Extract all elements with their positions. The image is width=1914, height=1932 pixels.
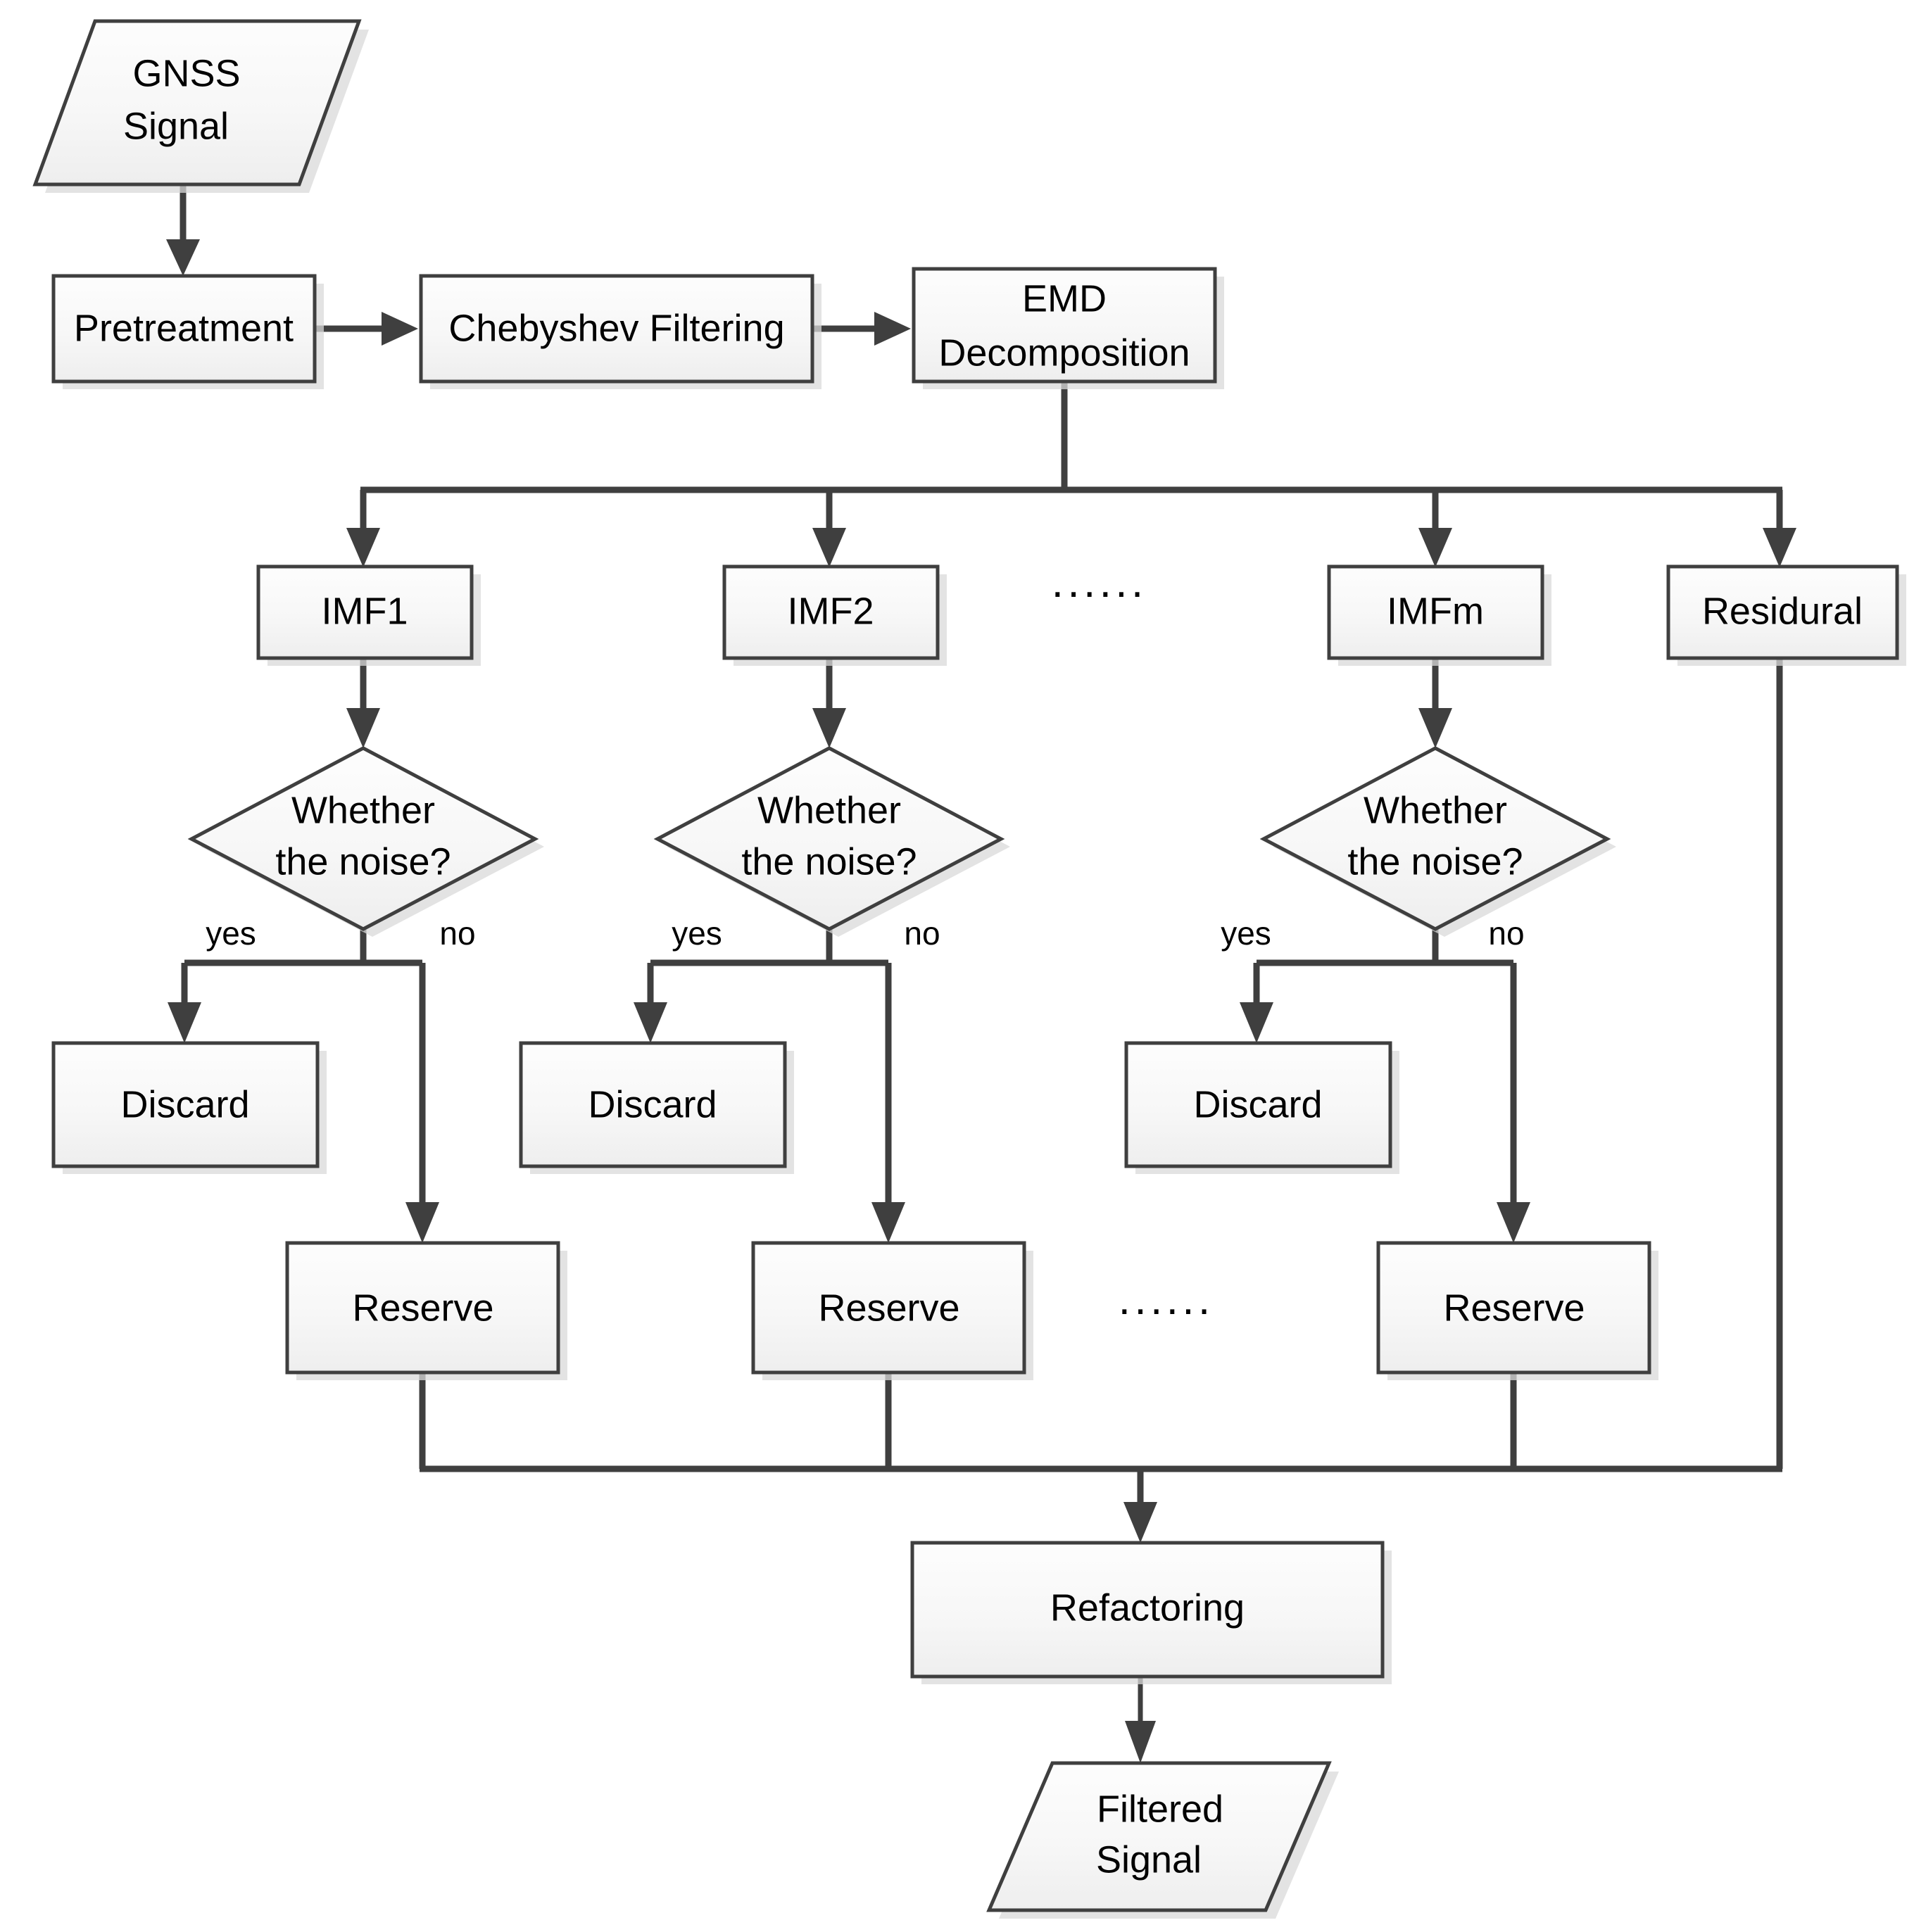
decision3-label-line1: Whether [1364, 789, 1507, 831]
node-imfm[interactable]: IMFm [1327, 564, 1551, 666]
node-pretreatment[interactable]: Pretreatment [51, 274, 324, 389]
node-decision-whether-noise-2[interactable]: Whether the noise? [653, 746, 1010, 937]
edge-bus-to-imfm [1418, 490, 1452, 567]
edge-bus-to-imf2 [812, 490, 846, 567]
reserve1-label: Reserve [352, 1287, 493, 1329]
node-reserve-3[interactable]: Reserve [1376, 1241, 1658, 1380]
node-gnss-signal[interactable]: GNSS Signal [32, 19, 369, 193]
decision2-label-line2: the noise? [741, 840, 917, 883]
edge-imf1-to-decision1 [346, 658, 380, 748]
edge-decision2-branches [634, 929, 905, 1243]
imfm-label: IMFm [1387, 590, 1484, 632]
node-discard-1[interactable]: Discard [51, 1041, 327, 1174]
edge-bus-to-residural [1763, 490, 1796, 567]
edge-pretreatment-to-chebyshev [315, 312, 418, 346]
residural-label: Residural [1702, 590, 1863, 632]
edge-label-yes-3: yes [1221, 915, 1271, 952]
discard2-label: Discard [588, 1083, 717, 1125]
discard3-label: Discard [1193, 1083, 1322, 1125]
filtered-signal-label-line1: Filtered [1097, 1788, 1223, 1830]
edge-label-yes-1: yes [206, 915, 256, 952]
edge-decision3-branches [1240, 929, 1530, 1243]
reserve-row-ellipsis: ······ [1117, 1284, 1213, 1333]
emd-decomposition-label-line1: EMD [1022, 277, 1107, 320]
node-reserve-1[interactable]: Reserve [285, 1241, 567, 1380]
gnss-signal-label-line2: Signal [123, 105, 229, 147]
imf-row-ellipsis: ······ [1050, 567, 1146, 616]
imf2-label: IMF2 [787, 590, 874, 632]
node-decision-whether-noise-1[interactable]: Whether the noise? [187, 746, 544, 937]
node-decision-whether-noise-3[interactable]: Whether the noise? [1259, 746, 1616, 937]
edge-bus-to-imf1 [346, 490, 380, 567]
edge-emd-to-bus [360, 381, 1782, 493]
node-imf2[interactable]: IMF2 [722, 564, 947, 666]
edge-label-no-3: no [1488, 915, 1524, 952]
edge-decision1-branches [168, 929, 439, 1243]
node-discard-3[interactable]: Discard [1124, 1041, 1399, 1174]
node-discard-2[interactable]: Discard [519, 1041, 794, 1174]
pretreatment-label: Pretreatment [74, 307, 294, 349]
edge-label-no-2: no [904, 915, 940, 952]
decision2-label-line1: Whether [757, 789, 901, 831]
node-refactoring[interactable]: Refactoring [910, 1541, 1392, 1684]
gnss-signal-label-line1: GNSS [132, 52, 240, 94]
node-chebyshev-filtering[interactable]: Chebyshev Filtering [419, 274, 821, 389]
edge-reserves-to-merge-bus [419, 658, 1783, 1543]
edge-label-yes-2: yes [672, 915, 722, 952]
decision1-label-line2: the noise? [275, 840, 451, 883]
filtered-signal-label-line2: Signal [1096, 1838, 1202, 1881]
edge-imf2-to-decision2 [812, 658, 846, 748]
edge-chebyshev-to-emd [811, 312, 911, 346]
node-imf1[interactable]: IMF1 [256, 564, 481, 666]
edge-refactoring-to-filtered [1125, 1677, 1156, 1763]
decision3-label-line2: the noise? [1347, 840, 1523, 883]
decision1-label-line1: Whether [291, 789, 435, 831]
node-reserve-2[interactable]: Reserve [751, 1241, 1033, 1380]
chebyshev-filtering-label: Chebyshev Filtering [448, 307, 784, 349]
node-residural[interactable]: Residural [1666, 564, 1906, 666]
reserve3-label: Reserve [1443, 1287, 1585, 1329]
node-filtered-signal[interactable]: Filtered Signal [986, 1761, 1339, 1919]
edge-imfm-to-decision3 [1418, 658, 1452, 748]
imf1-label: IMF1 [321, 590, 408, 632]
reserve2-label: Reserve [818, 1287, 959, 1329]
discard1-label: Discard [120, 1083, 249, 1125]
edge-label-no-1: no [439, 915, 475, 952]
refactoring-label: Refactoring [1050, 1586, 1245, 1629]
node-emd-decomposition[interactable]: EMD Decomposition [912, 267, 1224, 389]
emd-decomposition-label-line2: Decomposition [938, 332, 1190, 374]
